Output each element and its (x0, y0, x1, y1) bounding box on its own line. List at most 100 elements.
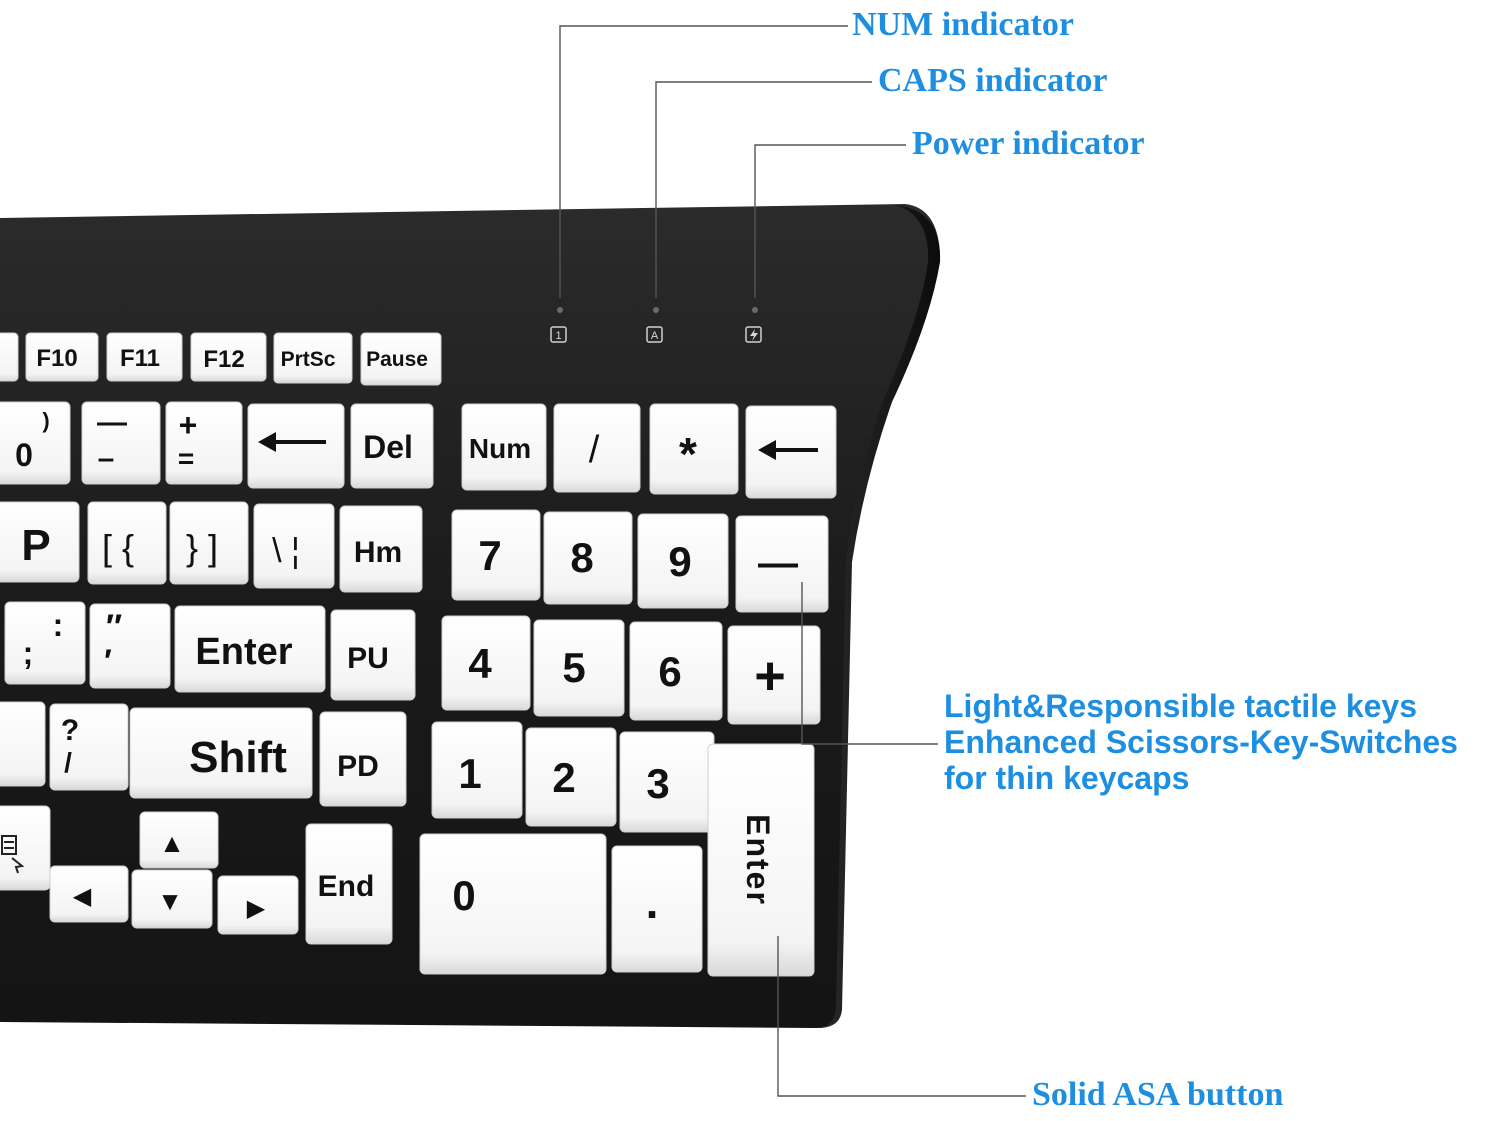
key-np-enter-label: Enter (740, 814, 776, 906)
key-arrow-right[interactable] (217, 875, 299, 935)
key-np-divide[interactable] (553, 403, 641, 493)
num-leader-line (559, 25, 848, 298)
key-np-2[interactable] (525, 727, 617, 827)
menu-icon (1, 835, 25, 874)
key-pd[interactable] (319, 711, 407, 807)
key-bracket-left-label: [ { (102, 527, 134, 568)
key-quote-top-label: ″ (106, 608, 122, 646)
key-np-8-label: 8 (570, 534, 593, 581)
num-indicator-callout: NUM indicator (852, 6, 1074, 43)
key-np-minus[interactable] (735, 515, 829, 613)
key-semicolon[interactable] (4, 601, 86, 685)
key-menu-partial[interactable] (0, 805, 51, 891)
tactile-callout-line-3: for thin keycaps (944, 760, 1190, 796)
tactile-keys-callout: Light&Responsible tactile keys Enhanced … (944, 688, 1458, 796)
caps-indicator-callout: CAPS indicator (878, 62, 1108, 99)
key-arrow-left-label: ◀ (73, 883, 92, 910)
key-np-multiply-label: * (679, 428, 697, 480)
key-num[interactable] (461, 403, 547, 491)
key-np-4[interactable] (441, 615, 531, 711)
key-np-0-label: 0 (452, 872, 475, 919)
key-arrow-left[interactable] (49, 865, 129, 923)
num-lock-icon (550, 326, 567, 343)
key-dot-partial[interactable] (0, 701, 46, 787)
key-minus[interactable] (81, 401, 161, 485)
key-np-1-label: 1 (458, 750, 481, 797)
key-np-9[interactable] (637, 513, 729, 609)
power-led (752, 307, 758, 313)
power-indicator-callout: Power indicator (912, 125, 1145, 162)
key-bracket-left[interactable] (87, 501, 167, 585)
key-end[interactable] (305, 823, 393, 945)
power-leader-line (754, 144, 906, 298)
asa-leader-line (777, 936, 1026, 1097)
key-pu-label: PU (347, 642, 389, 675)
key-arrow-up[interactable] (139, 811, 219, 869)
key-f11-label: F11 (120, 345, 160, 372)
key-f10[interactable] (25, 332, 99, 382)
key-np-5-label: 5 (562, 644, 585, 691)
key-np-plus[interactable] (727, 625, 821, 725)
caps-lock-icon (646, 326, 663, 343)
key-slash[interactable] (49, 703, 129, 791)
lightning-icon (750, 329, 758, 341)
key-hm[interactable] (339, 505, 423, 593)
key-f12[interactable] (190, 332, 267, 382)
key-np-2-label: 2 (552, 754, 575, 801)
key-f11[interactable] (106, 332, 183, 382)
key-enter[interactable] (174, 605, 326, 693)
key-arrow-down[interactable] (131, 869, 213, 929)
key-np-3-label: 3 (646, 760, 669, 807)
key-pu[interactable] (330, 609, 416, 701)
key-np-0[interactable] (419, 833, 607, 975)
key-pd-label: PD (337, 750, 379, 783)
key-np-6[interactable] (629, 621, 723, 721)
caps-led (653, 307, 659, 313)
key-pause[interactable] (360, 332, 442, 386)
key-arrow-right-label: ▶ (247, 895, 266, 922)
key-np-6-label: 6 (658, 648, 681, 695)
backspace-arrow-icon (258, 432, 326, 452)
key-minus-bottom-label: – (98, 442, 115, 475)
key-p-label: P (21, 521, 50, 570)
key-bracket-right-label: } ] (186, 527, 218, 568)
key-np-dot-label: . (646, 876, 659, 928)
key-equals[interactable] (165, 401, 243, 485)
key-shift-label: Shift (189, 733, 287, 782)
key-quote[interactable] (89, 603, 171, 689)
key-del[interactable] (350, 403, 434, 489)
key-pause-label: Pause (366, 348, 428, 371)
key-prtsc[interactable] (273, 332, 353, 384)
key-slash-top-label: ? (61, 714, 79, 747)
key-np-multiply[interactable] (649, 403, 739, 495)
key-backslash-label: \ ¦ (272, 532, 300, 570)
key-num-label: Num (469, 433, 531, 464)
key-backslash[interactable] (253, 503, 335, 589)
keycaps (0, 332, 837, 977)
key-np-7[interactable] (451, 509, 541, 601)
key-np-5[interactable] (533, 619, 625, 717)
key-np-dot[interactable] (611, 845, 703, 973)
key-bracket-right[interactable] (169, 501, 249, 585)
key-np-enter[interactable] (707, 743, 815, 977)
key-0-label: 0 (15, 437, 33, 473)
key-f9-partial[interactable] (0, 332, 19, 382)
key-0-top-label: ) (42, 408, 49, 433)
asa-button-callout: Solid ASA button (1032, 1076, 1284, 1113)
key-np-1[interactable] (431, 721, 523, 819)
key-shift[interactable] (129, 707, 313, 799)
key-p[interactable] (0, 501, 80, 583)
key-np-8[interactable] (543, 511, 633, 605)
key-0[interactable] (0, 401, 71, 485)
num-lock-icon-glyph: 1 (555, 330, 561, 342)
tactile-callout-line-2: Enhanced Scissors-Key-Switches (944, 724, 1458, 760)
key-backspace[interactable] (247, 403, 345, 489)
power-icon (745, 326, 762, 343)
caps-leader-line (655, 81, 872, 298)
key-f10-label: F10 (36, 345, 77, 372)
key-semicolon-top-label: : (53, 607, 64, 643)
key-np-plus-label: + (754, 646, 786, 706)
keyboard-right-edge (818, 205, 941, 1028)
tactile-leader-line (801, 582, 938, 745)
